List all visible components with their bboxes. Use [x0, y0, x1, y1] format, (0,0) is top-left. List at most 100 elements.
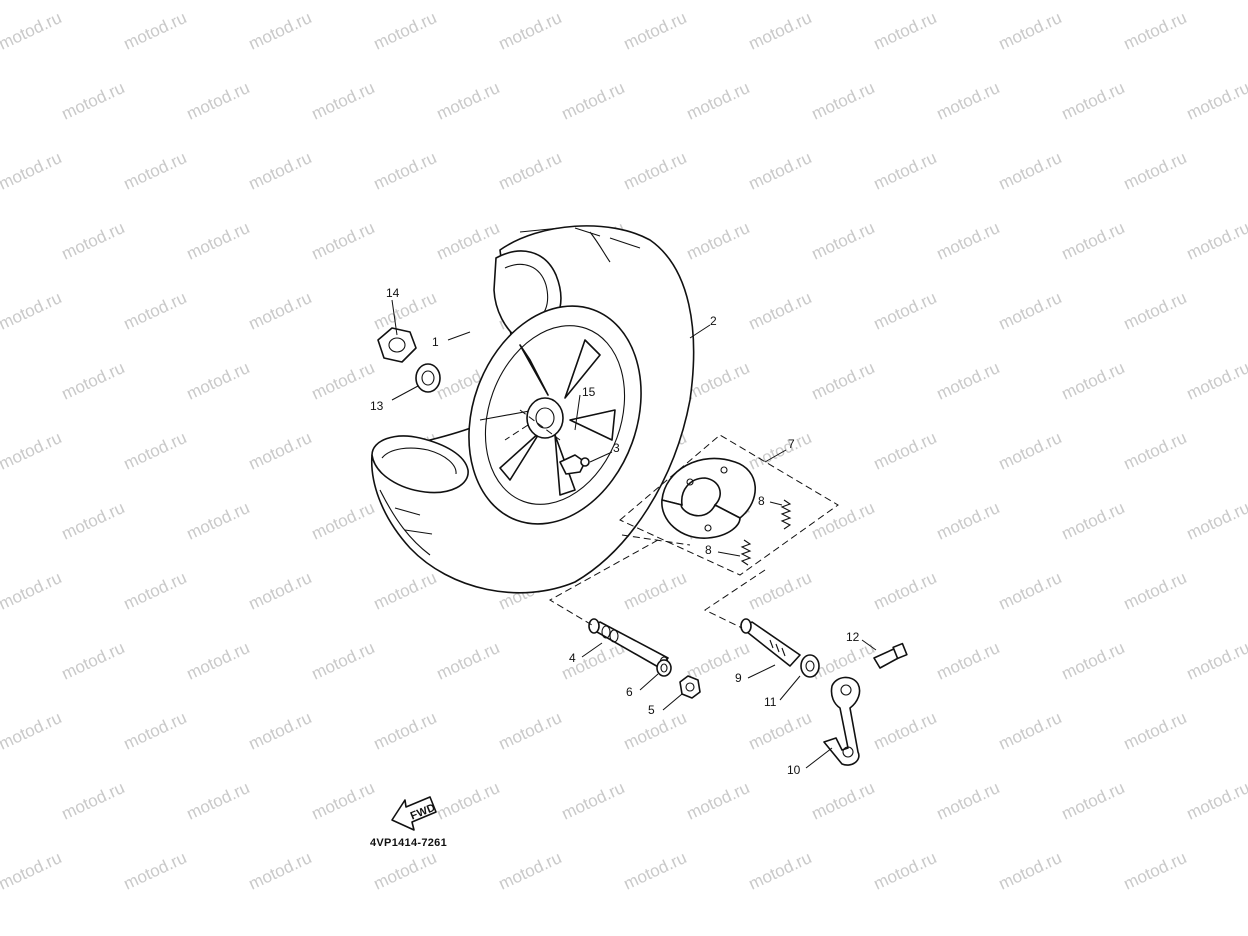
watermark-text: motod.ru — [1184, 778, 1248, 824]
watermark-text: motod.ru — [934, 778, 1003, 824]
watermark-text: motod.ru — [184, 498, 253, 544]
watermark-text: motod.ru — [309, 778, 378, 824]
watermark-text: motod.ru — [809, 638, 878, 684]
watermark-text: motod.ru — [996, 288, 1065, 334]
watermark-text: motod.ru — [996, 8, 1065, 54]
watermark-text: motod.ru — [496, 708, 565, 754]
brake-lever — [823, 676, 861, 766]
watermark-text: motod.ru — [121, 428, 190, 474]
callout-3: 3 — [613, 441, 620, 455]
watermark-text: motod.ru — [309, 78, 378, 124]
watermark-text: motod.ru — [371, 8, 440, 54]
callout-leaders — [391, 299, 877, 769]
watermark-text: motod.ru — [809, 358, 878, 404]
tire-cut-bottom-inner — [381, 447, 457, 475]
watermark-text: motod.ru — [246, 568, 315, 614]
watermark-text: motod.ru — [1059, 358, 1128, 404]
watermark-text: motod.ru — [121, 708, 190, 754]
callout-2: 2 — [710, 314, 717, 328]
watermark-text: motod.ru — [0, 428, 64, 474]
axle-collar — [656, 659, 672, 677]
watermark-text: motod.ru — [996, 428, 1065, 474]
watermark-text: motod.ru — [746, 288, 815, 334]
brake-shoe-kit-outline — [619, 434, 839, 576]
watermark-text: motod.ru — [934, 218, 1003, 264]
watermark-text: motod.ru — [0, 708, 64, 754]
watermark-text: motod.ru — [1184, 78, 1248, 124]
watermark-text: motod.ru — [0, 848, 64, 894]
watermark-text: motod.ru — [434, 778, 503, 824]
watermark-text: motod.ru — [871, 848, 940, 894]
watermark-text: motod.ru — [1121, 428, 1190, 474]
watermark-text: motod.ru — [809, 78, 878, 124]
watermark-text: motod.ru — [184, 778, 253, 824]
watermark-text: motod.ru — [246, 288, 315, 334]
watermark-text: motod.ru — [0, 78, 2, 124]
callout-6: 6 — [626, 685, 633, 699]
rim-spokes — [499, 339, 616, 496]
tire-valve-cap — [580, 457, 590, 467]
watermark-text: motod.ru — [246, 8, 315, 54]
watermark-text: motod.ru — [559, 78, 628, 124]
callout-14: 14 — [386, 286, 400, 300]
watermark-text: motod.ru — [684, 778, 753, 824]
watermark-text: motod.ru — [1184, 638, 1248, 684]
watermark-text: motod.ru — [246, 428, 315, 474]
watermark-text: motod.ru — [1059, 218, 1128, 264]
watermark-text: motod.ru — [621, 708, 690, 754]
watermark-text: motod.ru — [309, 358, 378, 404]
watermark-text: motod.ru — [246, 708, 315, 754]
watermark-text: motod.ru — [59, 498, 128, 544]
assembly-lines — [504, 409, 766, 629]
watermark-text: motod.ru — [746, 848, 815, 894]
watermark-text: motod.ru — [121, 288, 190, 334]
watermark-text: motod.ru — [746, 708, 815, 754]
drawing-code: 4VP1414-7261 — [370, 837, 447, 849]
watermark-text: motod.ru — [871, 708, 940, 754]
watermark-text: motod.ru — [996, 848, 1065, 894]
watermark-text: motod.ru — [0, 358, 2, 404]
brake-shoes — [661, 457, 756, 539]
watermark-text: motod.ru — [371, 568, 440, 614]
watermark-text: motod.ru — [59, 218, 128, 264]
watermark-text: motod.ru — [1184, 218, 1248, 264]
watermark-text: motod.ru — [1059, 78, 1128, 124]
rear-wheel — [370, 225, 695, 594]
callout-10: 10 — [787, 763, 801, 777]
watermark-text: motod.ru — [621, 848, 690, 894]
watermark-text: motod.ru — [1121, 708, 1190, 754]
watermark-text: motod.ru — [746, 8, 815, 54]
watermark-text: motod.ru — [0, 498, 2, 544]
watermark-text: motod.ru — [871, 8, 940, 54]
rim-inner-ring — [484, 325, 626, 505]
watermark-text: motod.ru — [371, 148, 440, 194]
callout-4: 4 — [569, 651, 576, 665]
watermark-text: motod.ru — [0, 638, 2, 684]
tire-valve — [559, 454, 586, 475]
axle-washer — [415, 363, 441, 393]
watermark-text: motod.ru — [934, 78, 1003, 124]
watermark-text: motod.ru — [121, 848, 190, 894]
watermark-text: motod.ru — [684, 78, 753, 124]
callout-11: 11 — [764, 695, 777, 709]
callout-1: 1 — [432, 335, 439, 349]
watermark-text: motod.ru — [684, 218, 753, 264]
watermark-text: motod.ru — [809, 218, 878, 264]
watermark-text: motod.ru — [559, 778, 628, 824]
watermark-text: motod.ru — [871, 148, 940, 194]
watermark-text: motod.ru — [996, 708, 1065, 754]
callout-7: 7 — [788, 437, 795, 451]
watermark-text: motod.ru — [121, 568, 190, 614]
watermark-text: motod.ru — [746, 428, 815, 474]
watermark-text: motod.ru — [184, 358, 253, 404]
callout-13: 13 — [370, 399, 384, 413]
watermark-text: motod.ru — [496, 148, 565, 194]
tread-bottom — [379, 489, 433, 556]
watermark-text: motod.ru — [996, 148, 1065, 194]
axle-spacer-nut — [679, 675, 701, 699]
watermark-text: motod.ru — [871, 288, 940, 334]
watermark-text: motod.ru — [684, 638, 753, 684]
watermark-text: motod.ru — [59, 778, 128, 824]
watermark-text: motod.ru — [1059, 498, 1128, 544]
